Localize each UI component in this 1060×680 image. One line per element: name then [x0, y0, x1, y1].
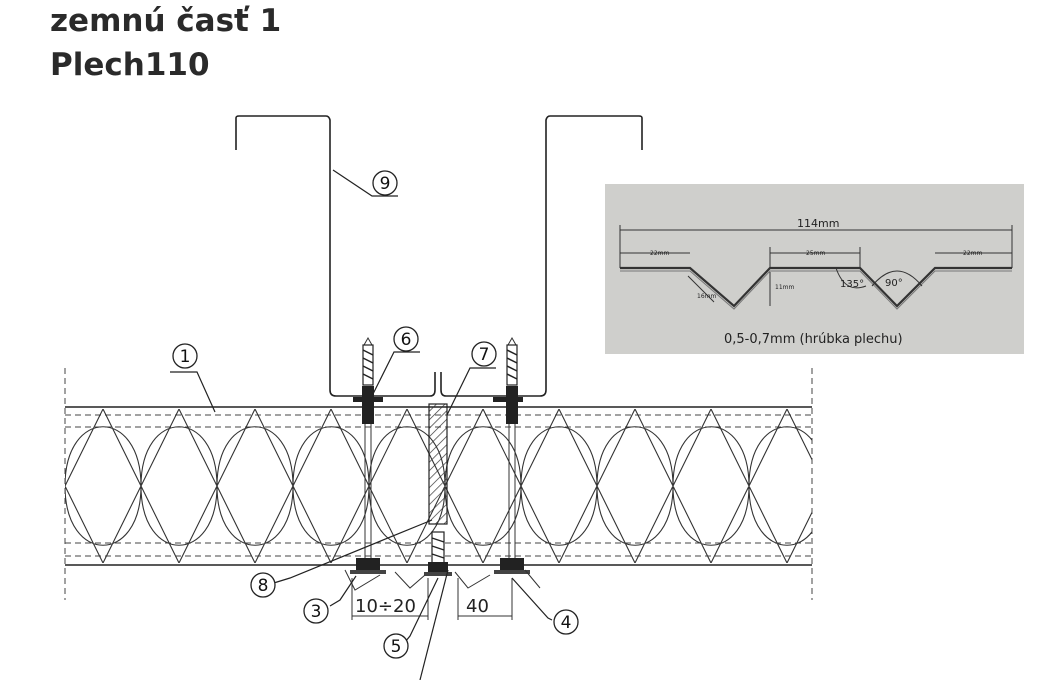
svg-text:1: 1 — [180, 347, 191, 367]
callout-8: 8 — [250, 572, 276, 598]
svg-text:9: 9 — [380, 174, 391, 194]
dimension-gap: 10÷20 — [355, 596, 416, 617]
callout-6: 6 — [393, 326, 419, 352]
insulation-fill — [65, 409, 812, 563]
bottom-bracket-left — [344, 569, 426, 591]
insulation-panel — [64, 368, 813, 600]
dimension-lines — [351, 578, 513, 620]
svg-text:8: 8 — [258, 576, 269, 596]
callout-4: 4 — [553, 609, 579, 635]
page-subtitle: Plech110 — [50, 47, 210, 83]
inset-left-flange: 22mm — [650, 250, 669, 257]
callout-7: 7 — [471, 341, 497, 367]
screw-right — [494, 336, 530, 574]
screw-left — [350, 336, 386, 574]
profile-inset: 114mm 22mm 25mm 22mm 16mm 11mm 135° 90° … — [605, 184, 1024, 354]
inset-thickness-note: 0,5-0,7mm (hrúbka plechu) — [724, 332, 903, 347]
inset-rib-height: 11mm — [775, 284, 794, 291]
insulation-loops — [65, 409, 812, 563]
svg-text:7: 7 — [479, 345, 490, 365]
center-bolt — [424, 531, 452, 576]
dimension-edge: 40 — [466, 596, 489, 617]
svg-text:6: 6 — [401, 330, 412, 350]
page-title: zemnú časť 1 — [50, 3, 282, 39]
inset-slope-length: 16mm — [697, 293, 716, 300]
left-profile — [235, 115, 436, 397]
callout-5: 5 — [383, 633, 409, 659]
callout-9: 9 — [372, 170, 398, 196]
svg-text:4: 4 — [561, 613, 572, 633]
callout-1: 1 — [172, 343, 198, 369]
callout-3: 3 — [303, 598, 329, 624]
inset-center-flat: 25mm — [806, 250, 825, 257]
seal-strip — [428, 403, 448, 525]
inset-angle-inner: 90° — [885, 278, 903, 289]
svg-text:5: 5 — [391, 637, 402, 657]
right-profile — [440, 115, 643, 397]
inset-angle-outer: 135° — [840, 279, 864, 290]
inset-total-width: 114mm — [797, 217, 839, 230]
inset-right-flange: 22mm — [963, 250, 982, 257]
svg-text:3: 3 — [311, 602, 322, 622]
bottom-bracket-right — [454, 569, 541, 589]
